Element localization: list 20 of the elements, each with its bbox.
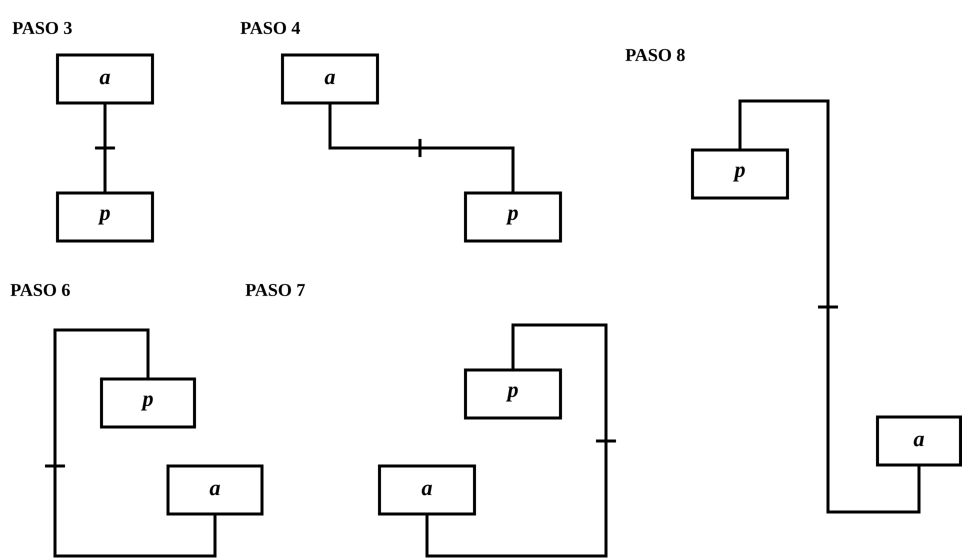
- connector-line: [44, 328, 216, 558]
- letter-box: a: [281, 54, 379, 104]
- step-label: PASO 4: [240, 22, 300, 34]
- letter-box: p: [691, 148, 789, 200]
- step-label: PASO 8: [626, 48, 685, 62]
- connector-line: [426, 324, 618, 558]
- letter-box: p: [464, 368, 562, 420]
- connector-line: [328, 103, 514, 193]
- step-label: PASO 7: [246, 284, 305, 296]
- letter-box: a: [876, 416, 962, 466]
- letter-box: p: [464, 192, 562, 242]
- connector-line: [738, 100, 920, 514]
- step-label: PASO 3: [12, 22, 72, 34]
- connector-line: [94, 103, 116, 193]
- letter-box: p: [100, 378, 196, 428]
- letter-box: p: [56, 192, 154, 242]
- letter-box: a: [56, 54, 154, 104]
- step-label: PASO 6: [10, 284, 70, 296]
- letter-box: a: [166, 464, 264, 516]
- letter-box: a: [378, 464, 476, 516]
